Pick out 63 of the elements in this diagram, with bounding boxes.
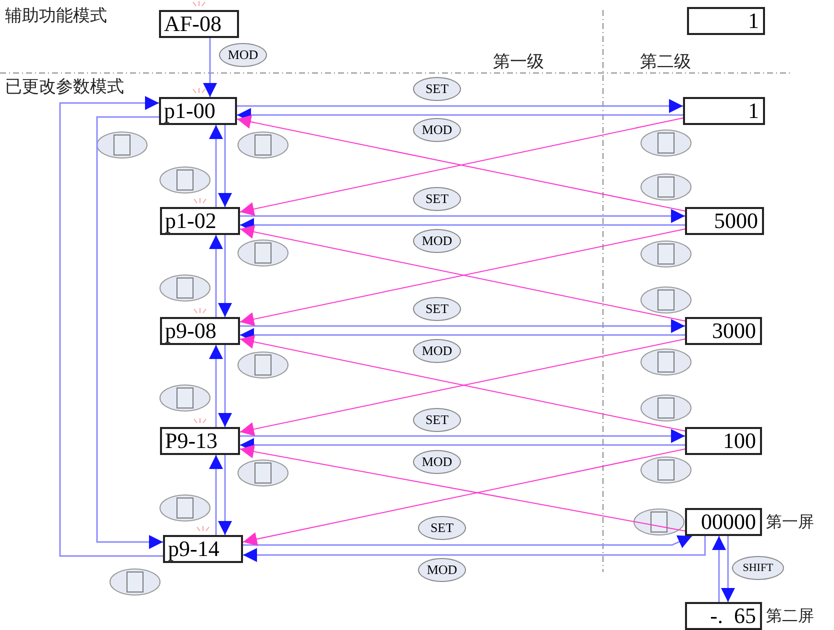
arrow [721,536,735,602]
display-box [685,207,764,235]
arrow [240,319,685,333]
display-box [163,535,243,563]
mode-label: 第二级 [640,51,691,73]
arrow [218,455,232,535]
arrow [240,209,685,223]
key-button: SET [418,516,466,540]
arrow [218,345,232,427]
arrow [209,345,223,427]
display-box [687,7,765,35]
display-text: AF-08 [164,12,222,36]
mode-label: 第一级 [493,51,544,73]
arrow [712,536,726,602]
display-box [159,10,239,38]
screen-label: 第一屏 [766,512,814,533]
key-button: MOD [413,118,461,142]
display-text: -. 65 [710,604,756,628]
display-box [160,207,240,235]
key-button: SET [413,297,461,321]
display-text: P9-13 [165,429,218,453]
arrow [96,116,163,549]
arrow [240,429,685,443]
display-box [159,97,237,125]
display-text: p9-14 [168,537,220,561]
arrow [240,444,686,532]
arrow [209,455,223,535]
key-button: SET [413,408,461,432]
arrow [242,448,686,546]
display-text: 00000 [701,510,756,534]
display-box [160,317,240,345]
display-box [683,97,765,125]
arrow [209,125,223,207]
display-text: p9-08 [165,319,216,343]
display-text: p1-02 [165,209,216,233]
arrow [243,535,692,548]
display-box [685,317,762,345]
key-button: SHIFT [732,556,784,580]
arrow [218,235,232,317]
display-text: 3000 [712,319,756,343]
arrow [59,96,163,557]
arrow [237,99,683,113]
key-button: SET [413,187,461,211]
screen-label: 第二屏 [766,606,814,627]
display-text: 100 [723,429,756,453]
key-button: MOD [413,450,461,474]
arrow [203,38,217,97]
display-text: 1 [748,99,759,123]
key-button: MOD [413,229,461,253]
arrow [243,536,706,562]
display-box [160,427,240,455]
arrow [209,235,223,317]
display-text: 1 [748,9,759,33]
mode-label: 辅助功能模式 [5,5,107,27]
key-button: MOD [219,43,267,67]
key-button: SET [413,77,461,101]
arrow [218,125,232,207]
display-text: 5000 [714,209,758,233]
display-text: p1-00 [164,99,216,123]
display-box [685,427,762,455]
key-button: MOD [413,339,461,363]
key-button: MOD [418,558,466,582]
mode-label: 已更改参数模式 [5,76,124,98]
